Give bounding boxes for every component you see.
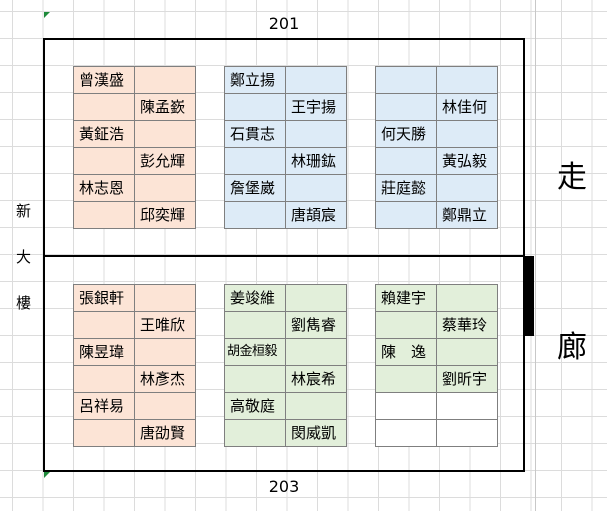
door-marker [525, 256, 534, 336]
seat-cell[interactable]: 林珊鈜 [286, 148, 347, 175]
seat-cell[interactable]: 唐頡宸 [286, 202, 347, 229]
seat-cell[interactable] [376, 202, 437, 229]
seat-cell[interactable]: 詹堡崴 [225, 175, 286, 202]
seat-cell[interactable]: 莊庭懿 [376, 175, 437, 202]
corridor-label-char: 廊 [557, 330, 587, 365]
seat-cell[interactable]: 鄭立揚 [225, 67, 286, 94]
seat-cell[interactable] [286, 121, 347, 148]
seat-cell[interactable] [225, 420, 286, 447]
desk-group: 鄭立揚王宇揚石貫志林珊鈜詹堡崴唐頡宸 [224, 66, 347, 229]
seat-cell[interactable]: 王宇揚 [286, 94, 347, 121]
seat-cell[interactable] [74, 420, 135, 447]
seat-cell[interactable]: 鄭鼎立 [437, 202, 498, 229]
seat-cell[interactable] [135, 67, 196, 94]
seat-cell[interactable]: 曾漢盛 [74, 67, 135, 94]
seat-cell[interactable]: 劉雋睿 [286, 312, 347, 339]
seat-cell[interactable]: 林志恩 [74, 175, 135, 202]
seat-cell[interactable]: 蔡華玲 [437, 312, 498, 339]
seat-cell[interactable] [135, 393, 196, 420]
seat-cell[interactable]: 王唯欣 [135, 312, 196, 339]
seat-cell[interactable] [437, 420, 498, 447]
seat-cell[interactable] [286, 393, 347, 420]
seat-cell[interactable] [135, 285, 196, 312]
seat-cell[interactable]: 陳 逸 [376, 339, 437, 366]
seat-cell[interactable] [135, 121, 196, 148]
seat-cell[interactable] [225, 148, 286, 175]
column-line [535, 0, 536, 511]
room-divider [43, 255, 525, 257]
seat-cell[interactable]: 林佳何 [437, 94, 498, 121]
desk-group: 曾漢盛陳孟嶔黃鉦浩彭允輝林志恩邱奕輝 [73, 66, 196, 229]
desk-group: 林佳何何天勝黃弘毅莊庭懿鄭鼎立 [375, 66, 498, 229]
desk-group: 賴建宇蔡華玲陳 逸劉昕宇 [375, 284, 498, 447]
seat-cell[interactable]: 邱奕輝 [135, 202, 196, 229]
seat-cell[interactable] [225, 312, 286, 339]
seat-cell[interactable]: 高敬庭 [225, 393, 286, 420]
seat-cell[interactable]: 黃弘毅 [437, 148, 498, 175]
seat-cell[interactable] [135, 175, 196, 202]
seat-cell[interactable]: 張銀軒 [74, 285, 135, 312]
desk-group: 姜竣維劉雋睿胡金桓毅林宸希高敬庭閔威凱 [224, 284, 347, 447]
seat-cell[interactable]: 石貫志 [225, 121, 286, 148]
seat-cell[interactable] [376, 312, 437, 339]
seat-cell[interactable] [437, 175, 498, 202]
desk-group: 張銀軒王唯欣陳昱瑋林彥杰呂祥易唐劭賢 [73, 284, 196, 447]
seat-cell[interactable] [74, 148, 135, 175]
building-label-char: 新 [16, 202, 32, 220]
seat-cell[interactable] [286, 175, 347, 202]
seat-cell[interactable] [376, 420, 437, 447]
seat-cell[interactable]: 陳昱瑋 [74, 339, 135, 366]
seat-cell[interactable]: 林彥杰 [135, 366, 196, 393]
seat-cell[interactable] [286, 67, 347, 94]
seat-cell[interactable] [286, 285, 347, 312]
seat-cell[interactable]: 胡金桓毅 [225, 339, 286, 366]
seat-cell[interactable] [437, 285, 498, 312]
seat-cell[interactable] [74, 202, 135, 229]
seat-cell[interactable]: 姜竣維 [225, 285, 286, 312]
seat-cell[interactable]: 賴建宇 [376, 285, 437, 312]
seat-cell[interactable]: 何天勝 [376, 121, 437, 148]
seat-cell[interactable]: 彭允輝 [135, 148, 196, 175]
seat-cell[interactable]: 唐劭賢 [135, 420, 196, 447]
building-label-char: 樓 [16, 294, 32, 312]
seat-cell[interactable] [437, 67, 498, 94]
seat-cell[interactable] [376, 67, 437, 94]
seat-cell[interactable] [135, 339, 196, 366]
seat-cell[interactable] [437, 339, 498, 366]
seat-cell[interactable] [376, 393, 437, 420]
seat-cell[interactable] [225, 94, 286, 121]
seat-cell[interactable]: 陳孟嶔 [135, 94, 196, 121]
seat-cell[interactable]: 閔威凱 [286, 420, 347, 447]
building-label-char: 大 [16, 248, 32, 266]
seat-cell[interactable]: 林宸希 [286, 366, 347, 393]
seat-cell[interactable] [225, 202, 286, 229]
corridor-label-char: 走 [557, 160, 587, 195]
seat-cell[interactable] [74, 312, 135, 339]
seat-cell[interactable] [437, 121, 498, 148]
room-number-bottom: 203 [268, 477, 300, 496]
seat-cell[interactable]: 呂祥易 [74, 393, 135, 420]
room-number-top: 201 [268, 14, 300, 33]
cell-comment-marker [44, 472, 50, 478]
cell-comment-marker [44, 12, 50, 18]
seat-cell[interactable] [437, 393, 498, 420]
seat-cell[interactable] [286, 339, 347, 366]
seat-cell[interactable]: 黃鉦浩 [74, 121, 135, 148]
seat-cell[interactable] [74, 366, 135, 393]
seat-cell[interactable]: 劉昕宇 [437, 366, 498, 393]
seat-cell[interactable] [376, 148, 437, 175]
seat-cell[interactable] [225, 366, 286, 393]
seat-cell[interactable] [376, 94, 437, 121]
seat-cell[interactable] [376, 366, 437, 393]
seat-cell[interactable] [74, 94, 135, 121]
